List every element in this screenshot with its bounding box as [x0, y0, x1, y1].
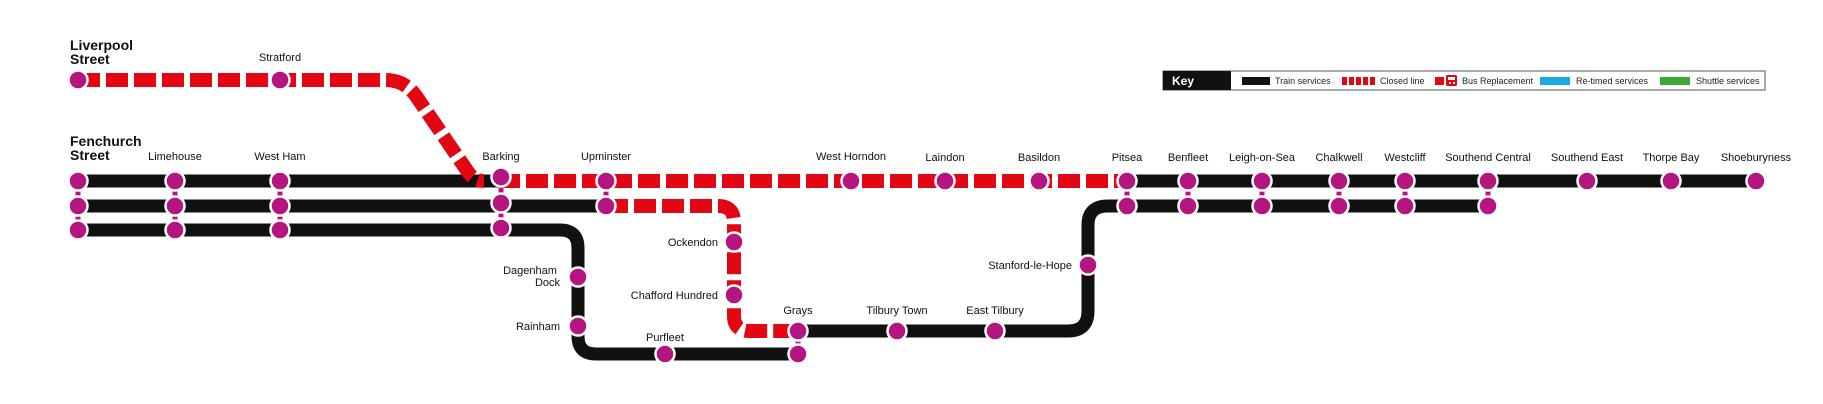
key-label-retimed: Re-timed services [1576, 76, 1649, 86]
key-title: Key [1172, 74, 1194, 88]
station-label-westcliff: Westcliff [1384, 152, 1426, 164]
station-dot-east-tilbury[interactable] [984, 320, 1006, 342]
station-dot-shoeburyness[interactable] [1745, 170, 1767, 192]
station-dot-barking-1[interactable] [490, 166, 512, 188]
station-dot-west-ham-1[interactable] [269, 170, 291, 192]
station-label-west-horndon: West Horndon [816, 151, 886, 163]
station-dot-limehouse-1[interactable] [164, 170, 186, 192]
station-dot-grays-2[interactable] [787, 343, 809, 365]
station-label-east-tilbury: East Tilbury [966, 305, 1024, 317]
station-dots [67, 69, 1767, 365]
station-dot-westcliff-1[interactable] [1394, 170, 1416, 192]
station-label-grays: Grays [783, 305, 813, 317]
station-dot-barking-3[interactable] [490, 217, 512, 239]
key-swatch-closed [1342, 77, 1375, 85]
station-dot-tilbury-town[interactable] [886, 320, 908, 342]
station-dot-stratford[interactable] [269, 69, 291, 91]
station-label-dagenham-dock: Dagenham Dock [503, 265, 560, 289]
station-label-pitsea: Pitsea [1112, 152, 1143, 164]
station-dot-southend-central-1[interactable] [1477, 170, 1499, 192]
station-label-rainham: Rainham [516, 321, 560, 333]
terminus-label-fenchurch-street: Fenchurch Street [70, 133, 145, 163]
station-dot-pitsea-2[interactable] [1116, 195, 1138, 217]
station-label-thorpe-bay: Thorpe Bay [1643, 152, 1700, 164]
key-title-bg [1163, 71, 1231, 90]
key-swatch-shuttle [1660, 77, 1690, 85]
station-dot-ockendon[interactable] [723, 231, 745, 253]
station-dot-barking-2[interactable] [490, 192, 512, 214]
station-dot-southend-central-2[interactable] [1477, 195, 1499, 217]
station-dot-upminster-1[interactable] [595, 170, 617, 192]
station-dot-southend-east[interactable] [1576, 170, 1598, 192]
station-dot-liverpool-street[interactable] [67, 69, 89, 91]
station-dot-rainham[interactable] [567, 315, 589, 337]
station-label-ockendon: Ockendon [668, 237, 718, 249]
station-dot-basildon[interactable] [1028, 170, 1050, 192]
key-label-train: Train services [1275, 76, 1331, 86]
station-dot-upminster-2[interactable] [595, 195, 617, 217]
station-label-southend-east: Southend East [1551, 152, 1623, 164]
station-dot-fenchurch-2[interactable] [67, 195, 89, 217]
station-dot-stanford-le-hope[interactable] [1077, 254, 1099, 276]
station-dot-leigh-1[interactable] [1251, 170, 1273, 192]
station-label-shoeburyness: Shoeburyness [1721, 152, 1792, 164]
bus-icon [1435, 75, 1457, 86]
station-label-purfleet: Purfleet [646, 332, 684, 344]
station-dot-leigh-2[interactable] [1251, 195, 1273, 217]
station-dot-chalkwell-1[interactable] [1328, 170, 1350, 192]
station-dot-fenchurch-3[interactable] [67, 219, 89, 241]
station-dot-limehouse-3[interactable] [164, 219, 186, 241]
fenchurch-rainham-line [78, 223, 798, 361]
key-label-bus: Bus Replacement [1462, 76, 1534, 86]
station-dot-purfleet[interactable] [654, 343, 676, 365]
station-label-chafford-hundred: Chafford Hundred [631, 290, 718, 302]
map-key: Key Train services Closed line Bus Repla… [1162, 70, 1766, 91]
station-dot-limehouse-2[interactable] [164, 195, 186, 217]
station-dot-benfleet-1[interactable] [1177, 170, 1199, 192]
key-swatch-train [1242, 77, 1270, 85]
station-label-stanford-le-hope: Stanford-le-Hope [988, 260, 1072, 272]
station-label-chalkwell: Chalkwell [1315, 152, 1362, 164]
station-label-west-ham: West Ham [254, 151, 305, 163]
station-dot-thorpe-bay[interactable] [1660, 170, 1682, 192]
station-label-southend-central: Southend Central [1445, 152, 1531, 164]
station-label-tilbury-town: Tilbury Town [866, 305, 927, 317]
station-dot-westcliff-2[interactable] [1394, 195, 1416, 217]
station-label-upminster: Upminster [581, 151, 631, 163]
station-dot-dagenham-dock[interactable] [567, 266, 589, 288]
station-dot-grays-1[interactable] [787, 320, 809, 342]
station-dot-pitsea-1[interactable] [1116, 170, 1138, 192]
station-label-laindon: Laindon [925, 152, 964, 164]
station-label-basildon: Basildon [1018, 152, 1060, 164]
station-dot-chalkwell-2[interactable] [1328, 195, 1350, 217]
liverpool-street-closed-line [78, 73, 485, 188]
station-dot-laindon[interactable] [934, 170, 956, 192]
station-dot-benfleet-2[interactable] [1177, 195, 1199, 217]
station-labels: Stratford Limehouse West Ham Barking Upm… [148, 52, 1792, 344]
key-label-closed: Closed line [1380, 76, 1425, 86]
station-dot-west-ham-2[interactable] [269, 195, 291, 217]
station-dot-west-horndon[interactable] [840, 170, 862, 192]
terminus-label-liverpool-street: Liverpool Street [70, 37, 137, 67]
key-swatch-retimed [1540, 77, 1570, 85]
station-label-benfleet: Benfleet [1168, 152, 1208, 164]
station-label-barking: Barking [482, 151, 519, 163]
train-service-lines [78, 174, 1752, 361]
upminster-grays-closed-line [606, 199, 795, 338]
station-label-leigh-on-sea: Leigh-on-Sea [1229, 152, 1296, 164]
station-dot-chafford-hundred[interactable] [723, 284, 745, 306]
station-label-limehouse: Limehouse [148, 151, 202, 163]
station-label-stratford: Stratford [259, 52, 301, 64]
key-label-shuttle: Shuttle services [1696, 76, 1760, 86]
station-dot-fenchurch-1[interactable] [67, 170, 89, 192]
station-dot-west-ham-3[interactable] [269, 219, 291, 241]
